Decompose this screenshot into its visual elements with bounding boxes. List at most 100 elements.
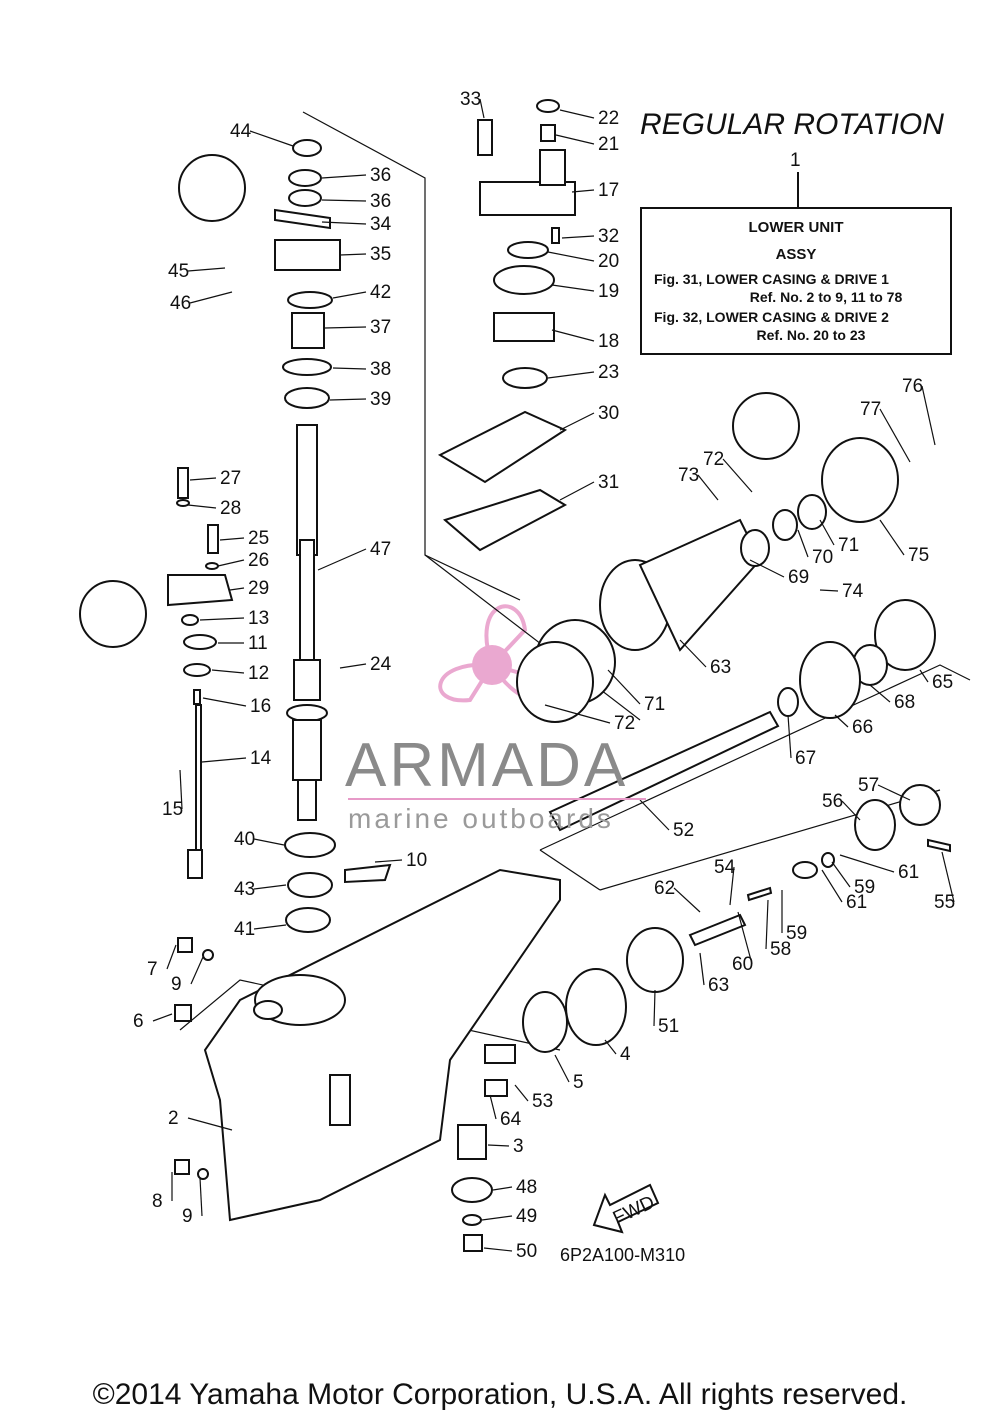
callout-54: 54 xyxy=(714,857,736,878)
leader-55 xyxy=(941,851,955,903)
leader-66 xyxy=(834,714,849,728)
callout-66: 66 xyxy=(852,717,873,738)
leader-74 xyxy=(819,589,839,592)
callout-63: 63 xyxy=(710,657,731,678)
callout-7: 7 xyxy=(147,959,158,980)
info-line-2: ASSY xyxy=(775,246,817,263)
leader-64 xyxy=(489,1094,497,1120)
callout-64: 64 xyxy=(500,1109,522,1130)
water-pump-assembly xyxy=(437,99,576,552)
callout-18: 18 xyxy=(598,331,619,352)
callout-39: 39 xyxy=(370,389,391,410)
leader-54 xyxy=(729,866,735,906)
callout-50: 50 xyxy=(516,1241,537,1262)
callout-72: 72 xyxy=(703,449,724,470)
leader-2 xyxy=(187,1117,233,1131)
leader-72 xyxy=(544,704,611,724)
callout-14: 14 xyxy=(250,748,272,769)
leader-6 xyxy=(152,1013,173,1022)
leader-27 xyxy=(189,477,217,481)
shift-rod-assembly xyxy=(167,467,234,879)
callout-45: 45 xyxy=(168,261,189,282)
page-title: REGULAR ROTATION xyxy=(640,108,944,141)
callout-10: 10 xyxy=(406,850,427,871)
callout-13: 13 xyxy=(248,608,269,629)
diagram-code: 6P2A100-M310 xyxy=(560,1245,686,1265)
callout-51: 51 xyxy=(658,1016,679,1037)
callout-65: 65 xyxy=(932,672,953,693)
leader-lines xyxy=(152,98,955,1252)
callout-26: 26 xyxy=(248,550,269,571)
leader-68 xyxy=(869,684,891,703)
callout-61: 61 xyxy=(846,892,867,913)
callout-2: 2 xyxy=(168,1108,179,1129)
leader-57 xyxy=(877,784,911,801)
leader-76 xyxy=(921,385,936,446)
watermark-divider xyxy=(348,798,646,800)
watermark-tagline: marine outboards xyxy=(348,803,614,834)
leader-40 xyxy=(253,838,285,846)
leader-37 xyxy=(324,326,367,329)
leader-34 xyxy=(321,221,367,225)
callout-60: 60 xyxy=(732,954,753,975)
leader-70 xyxy=(797,529,809,558)
callout-30: 30 xyxy=(598,403,619,424)
callout-28: 28 xyxy=(220,498,241,519)
leader-49 xyxy=(481,1215,513,1221)
leader-32 xyxy=(561,235,595,239)
propeller-shaft-housing xyxy=(516,437,936,832)
callout-27: 27 xyxy=(220,468,241,489)
leader-24 xyxy=(339,663,367,669)
leader-50 xyxy=(483,1247,513,1252)
leader-28 xyxy=(187,504,217,509)
leader-21 xyxy=(555,134,595,145)
leader-58 xyxy=(765,899,769,950)
callout-36: 36 xyxy=(370,165,391,186)
leader-22 xyxy=(559,109,595,119)
callout-69: 69 xyxy=(788,567,809,588)
callout-9: 9 xyxy=(182,1206,193,1227)
callout-71: 71 xyxy=(838,535,859,556)
leader-47 xyxy=(317,548,367,571)
leader-45 xyxy=(187,267,226,272)
callout-68: 68 xyxy=(894,692,915,713)
leader-63 xyxy=(699,952,705,986)
callout-40: 40 xyxy=(234,829,255,850)
assy-ref-leader xyxy=(797,172,799,207)
leader-29 xyxy=(229,587,245,591)
leader-9 xyxy=(190,956,204,985)
leader-72 xyxy=(722,458,753,493)
callout-17: 17 xyxy=(598,180,619,201)
leader-59 xyxy=(831,861,851,888)
callout-73: 73 xyxy=(678,465,699,486)
callout-16: 16 xyxy=(250,696,271,717)
leader-65 xyxy=(919,669,929,683)
fwd-arrow-icon xyxy=(592,1183,660,1234)
leader-75 xyxy=(879,519,905,556)
callout-49: 49 xyxy=(516,1206,537,1227)
callout-59: 59 xyxy=(786,923,807,944)
callout-41: 41 xyxy=(234,919,255,940)
leader-26 xyxy=(217,559,245,567)
assembly-info-box: LOWER UNIT ASSY Fig. 31, LOWER CASING & … xyxy=(640,207,952,355)
callout-67: 67 xyxy=(795,748,816,769)
casing-bolts xyxy=(174,937,214,1180)
assy-ref-number: 1 xyxy=(790,150,801,171)
callout-21: 21 xyxy=(598,134,619,155)
boundary-lines xyxy=(179,111,971,1051)
info-line-3: Fig. 31, LOWER CASING & DRIVE 1 xyxy=(654,271,889,287)
leader-36 xyxy=(321,174,367,179)
callout-46: 46 xyxy=(170,293,191,314)
callout-35: 35 xyxy=(370,244,391,265)
leader-71 xyxy=(819,519,835,546)
copyright-footer: ©2014 Yamaha Motor Corporation, U.S.A. A… xyxy=(92,1378,908,1411)
info-line-1: LOWER UNIT xyxy=(748,219,844,236)
callout-12: 12 xyxy=(248,663,269,684)
callout-29: 29 xyxy=(248,578,269,599)
callout-47: 47 xyxy=(370,539,391,560)
leader-43 xyxy=(253,884,287,890)
callout-75: 75 xyxy=(908,545,929,566)
callout-25: 25 xyxy=(248,528,269,549)
leader-5 xyxy=(554,1054,570,1083)
callout-70: 70 xyxy=(812,547,833,568)
